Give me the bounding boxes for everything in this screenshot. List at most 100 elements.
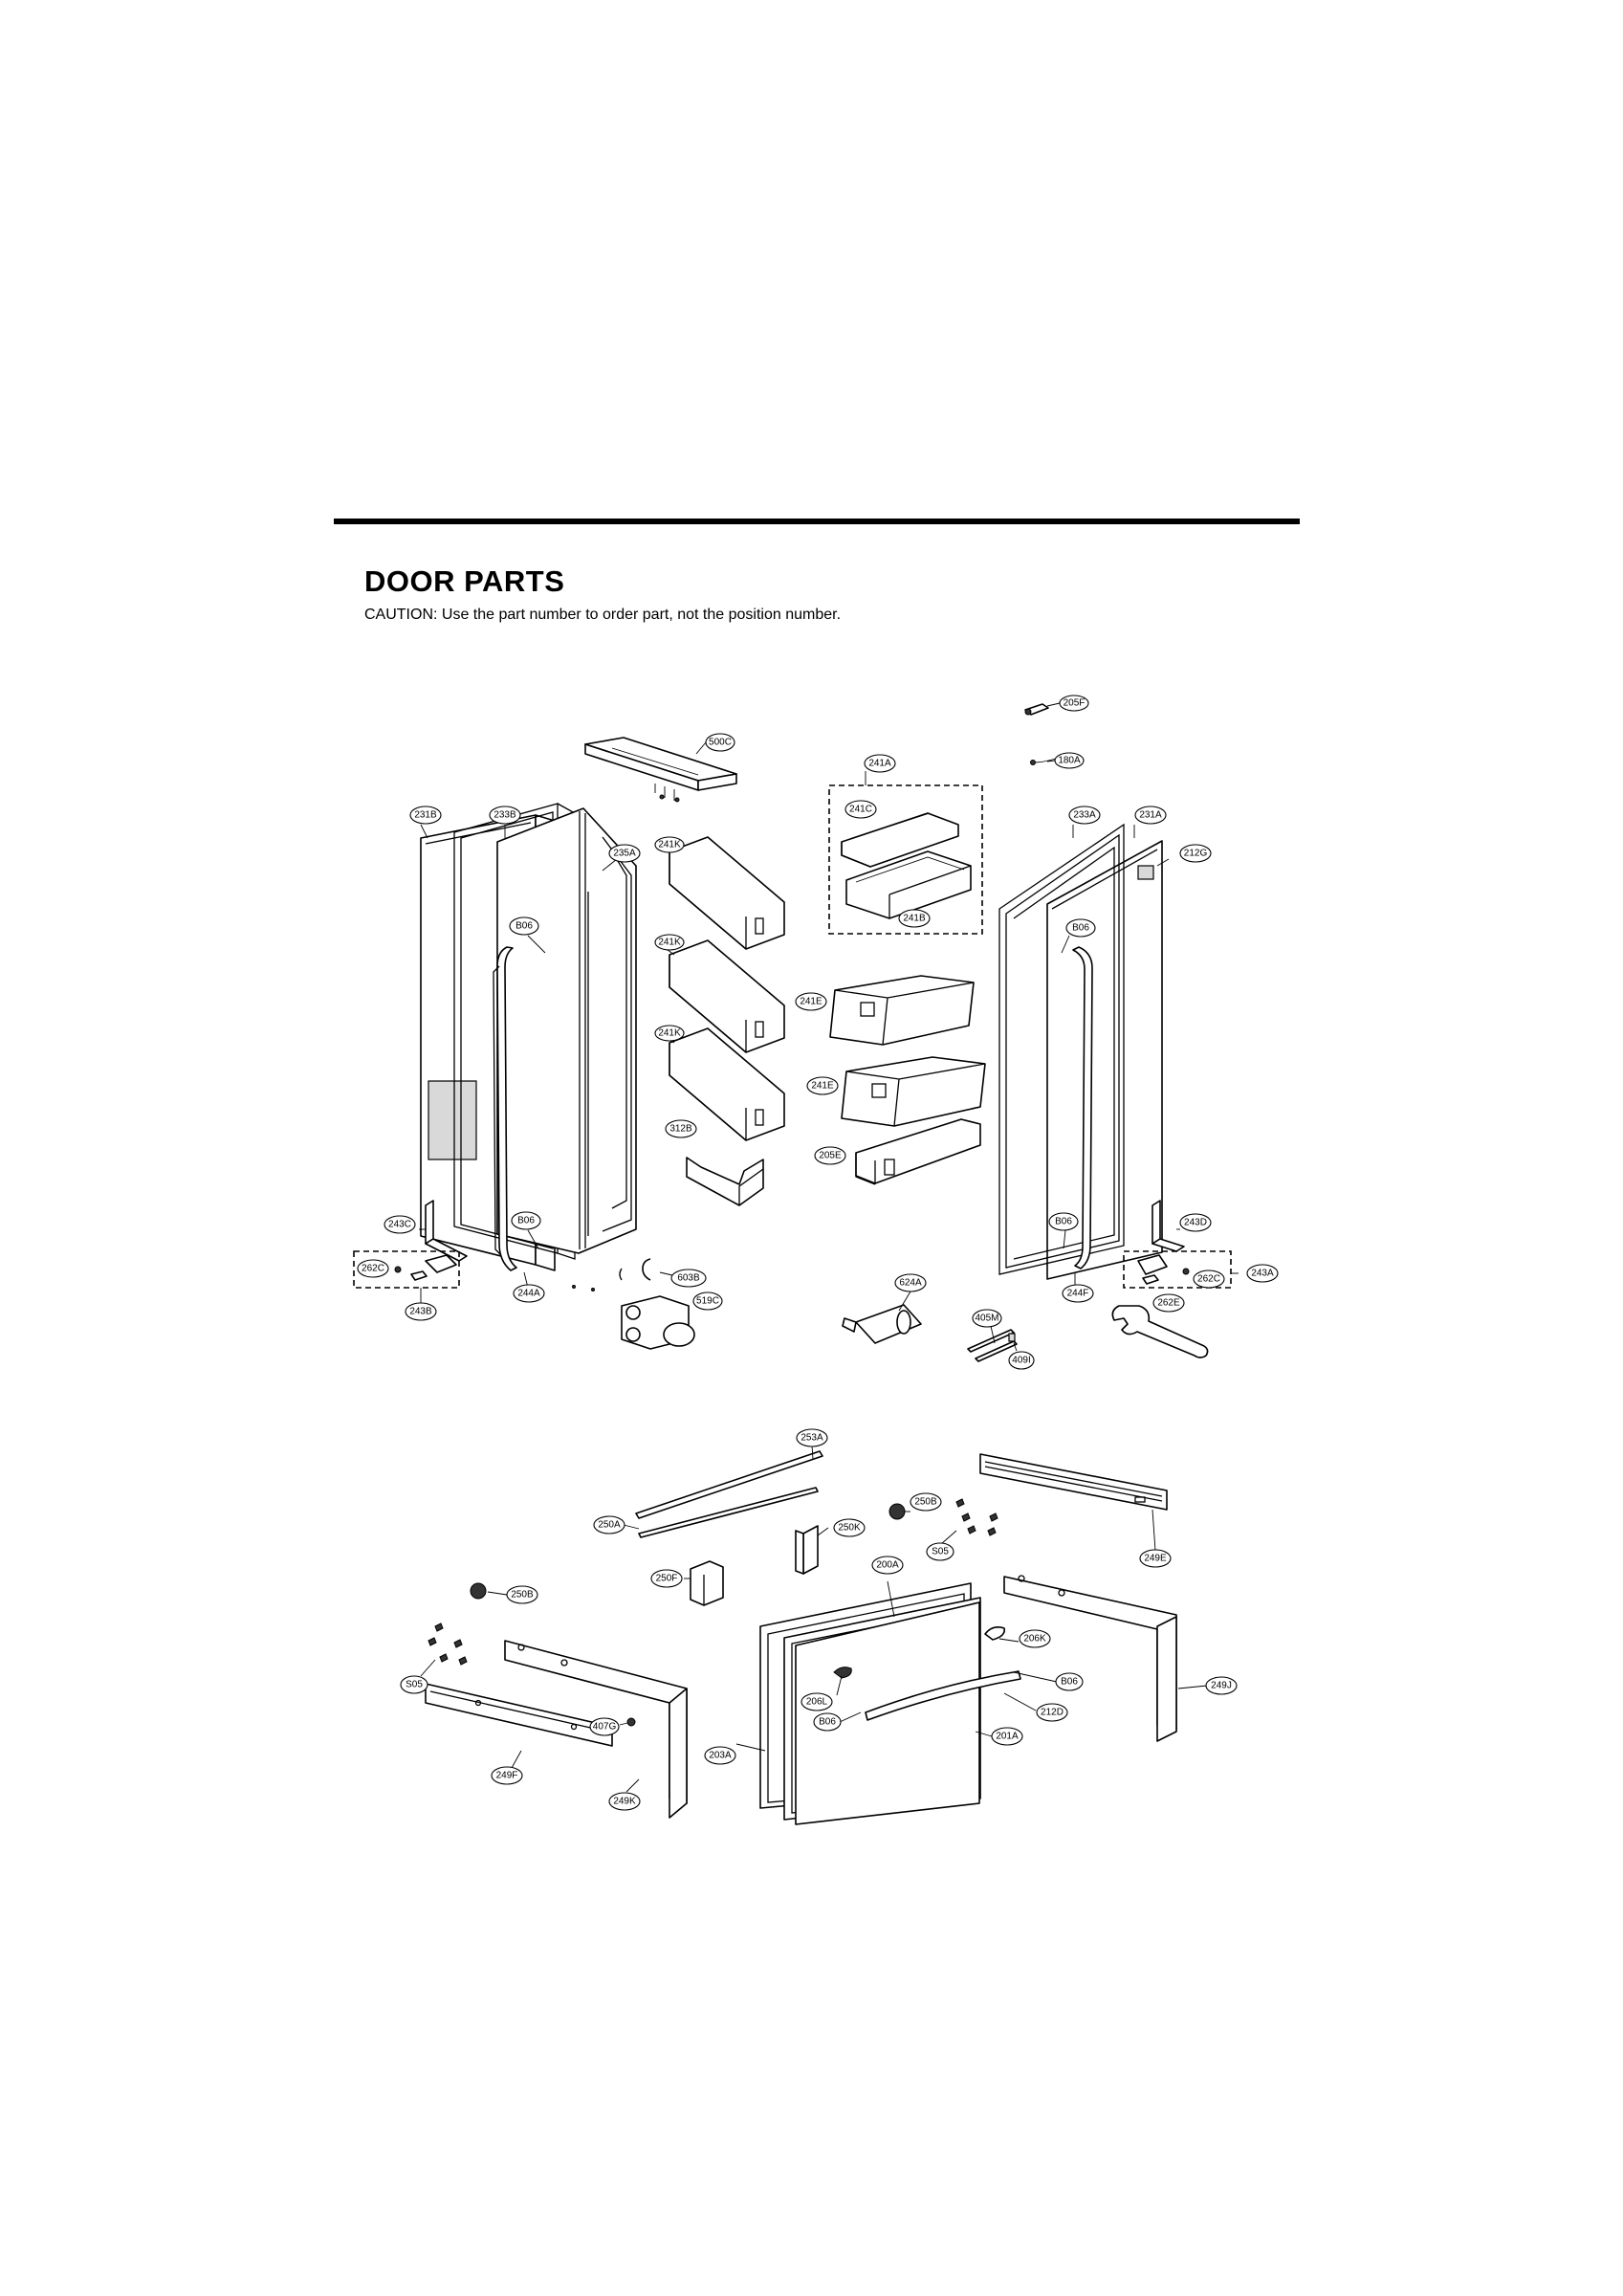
part-206K-cap [984,1626,1006,1641]
svg-text:241B: 241B [903,914,926,924]
svg-text:241K: 241K [658,840,681,850]
svg-text:244F: 244F [1067,1289,1089,1299]
callout-409I: 409I [1008,1351,1035,1370]
svg-text:262E: 262E [1157,1298,1180,1309]
callout-500C: 500C [705,733,735,752]
callout-241K-2: 241K [654,934,685,951]
svg-text:241K: 241K [658,1028,681,1039]
part-206L-cap [833,1667,852,1679]
callout-243A: 243A [1246,1264,1279,1283]
svg-text:241A: 241A [868,759,891,769]
part-243C [425,1200,468,1262]
part-241K-bin-3 [669,1027,785,1141]
callout-250K: 250K [833,1518,866,1537]
part-241C [841,812,959,868]
part-262E-wrench [1111,1305,1209,1358]
svg-text:205E: 205E [819,1151,842,1161]
callout-262E: 262E [1152,1293,1185,1313]
group-262C-right [1123,1250,1232,1289]
svg-text:233A: 233A [1073,810,1096,821]
svg-text:243B: 243B [409,1307,432,1317]
callout-603B: 603B [670,1269,707,1288]
svg-text:241E: 241E [811,1081,834,1092]
part-250B-gear-1 [888,1503,906,1520]
callout-312B: 312B [665,1119,697,1138]
callout-212D: 212D [1036,1703,1068,1722]
callout-B06-2: B06 [1065,918,1096,938]
svg-text:B06: B06 [1061,1677,1078,1688]
part-205E [855,1118,981,1185]
part-312B [686,1157,764,1206]
part-244A-left-handle [493,946,517,1271]
part-249E-slide-rail [979,1453,1168,1511]
svg-text:B06: B06 [1072,923,1089,934]
svg-text:241K: 241K [658,938,681,948]
callout-180A: 180A [1054,752,1085,769]
part-253A-rail [635,1450,823,1519]
part-244F-right-handle [1072,946,1093,1269]
callout-243B: 243B [405,1302,437,1321]
part-405M [967,1329,1015,1353]
part-250A-rail [638,1487,819,1538]
callout-B06-5: B06 [1055,1672,1084,1691]
callout-407G: 407G [589,1717,620,1736]
svg-text:244A: 244A [517,1289,540,1299]
part-200A-drawer-door [759,1582,981,1825]
callout-233A: 233A [1068,806,1101,825]
callout-203A: 203A [704,1746,736,1765]
callout-519C: 519C [692,1292,723,1311]
svg-text:205F: 205F [1064,698,1086,709]
part-250K [795,1525,819,1575]
svg-text:180A: 180A [1058,756,1081,766]
callout-S05-2: S05 [400,1675,428,1694]
callout-205E: 205E [814,1146,846,1165]
part-205F [1024,703,1049,716]
part-262C-left-hinge [394,1254,457,1281]
svg-text:519C: 519C [696,1296,719,1307]
svg-text:200A: 200A [876,1560,899,1571]
svg-text:243A: 243A [1251,1269,1274,1279]
callout-241A: 241A [864,754,896,773]
svg-text:409I: 409I [1012,1356,1030,1366]
callout-243C: 243C [384,1215,416,1234]
svg-text:603B: 603B [677,1273,700,1284]
svg-text:B06: B06 [1055,1217,1072,1227]
part-262C-right-hinge [1137,1254,1190,1285]
callout-200A: 200A [871,1556,904,1575]
part-250F [690,1560,724,1606]
callout-233B: 233B [489,806,521,825]
svg-text:B06: B06 [517,1216,535,1226]
callout-249E: 249E [1139,1549,1172,1568]
callout-241E-2: 241E [806,1076,839,1095]
svg-text:243C: 243C [388,1220,411,1230]
callout-253A: 253A [796,1428,828,1447]
callout-212G: 212G [1179,844,1212,863]
callout-249F: 249F [491,1766,523,1785]
svg-text:231A: 231A [1139,810,1162,821]
svg-text:B06: B06 [515,921,533,932]
part-407G [626,1717,636,1727]
callout-249K: 249K [608,1792,641,1811]
callout-250F: 250F [650,1569,683,1588]
svg-text:231B: 231B [414,810,437,821]
svg-text:250A: 250A [598,1520,621,1531]
svg-text:253A: 253A [801,1433,823,1444]
svg-text:249F: 249F [496,1771,518,1781]
svg-text:312B: 312B [669,1124,692,1135]
svg-text:S05: S05 [932,1547,949,1557]
callout-243D: 243D [1179,1213,1212,1232]
svg-text:206K: 206K [1023,1634,1046,1645]
callout-201A: 201A [991,1727,1023,1746]
part-241E-bin-1 [829,975,975,1046]
svg-text:203A: 203A [709,1751,732,1761]
callout-206L: 206L [801,1692,833,1711]
callout-241C: 241C [844,800,877,819]
svg-text:212D: 212D [1041,1708,1064,1718]
callout-235A: 235A [608,844,641,863]
callout-B06-6: B06 [813,1712,842,1732]
part-left-door-liner [496,807,637,1254]
part-241K-bin-2 [669,939,785,1053]
svg-text:624A: 624A [899,1278,922,1289]
part-241K-bin-1 [669,836,785,950]
